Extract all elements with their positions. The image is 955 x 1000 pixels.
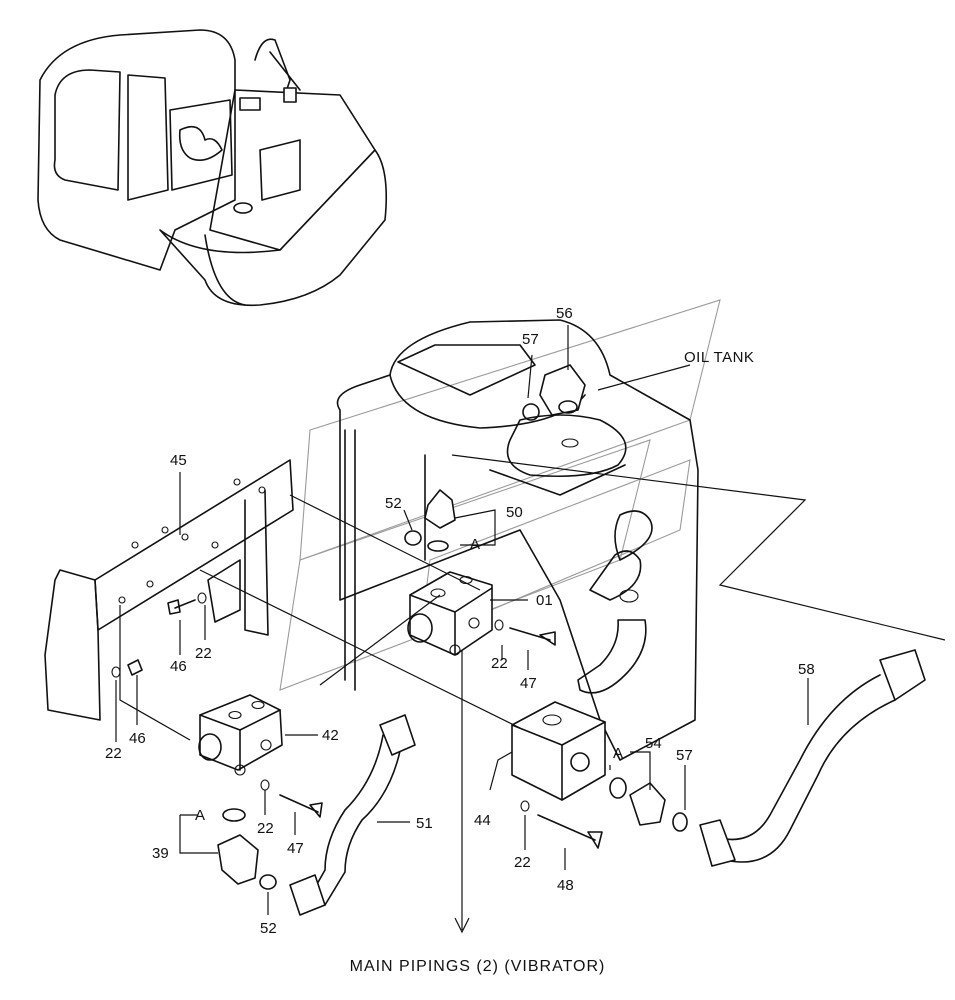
callout-57-right: 57 [676,747,693,764]
callout-57-top: 57 [522,331,539,348]
callout-22-e: 22 [514,854,531,871]
block-44 [511,701,606,801]
oil-tank [336,319,699,761]
callout-47-b: 47 [287,840,304,857]
watermark-logo [279,299,721,691]
block-42 [198,694,283,776]
callout-A-left: A [195,807,205,824]
callout-56: 56 [556,305,573,322]
callout-labels: 56 57 OIL TANK 45 52 50 A 01 22 46 22 47… [105,305,815,937]
callout-22-d: 22 [257,820,274,837]
callout-42: 42 [322,727,339,744]
callout-46-b: 46 [129,730,146,747]
leader-lines [115,325,946,934]
callout-22-c: 22 [105,745,122,762]
callout-39: 39 [152,845,169,862]
callout-46-a: 46 [170,658,187,675]
callout-52-bottom: 52 [260,920,277,937]
callout-22-b: 22 [491,655,508,672]
diagram-caption: MAIN PIPINGS (2) (VIBRATOR) [349,958,606,975]
bracket-45 [44,459,294,721]
oil-tank-label: OIL TANK [684,349,754,366]
callout-48: 48 [557,877,574,894]
callout-A-top: A [470,536,480,553]
callout-47-a: 47 [520,675,537,692]
block-01 [407,571,493,656]
hose-51 [289,714,416,916]
callout-50: 50 [506,504,523,521]
callout-52-top: 52 [385,495,402,512]
callout-58: 58 [798,661,815,678]
callout-51: 51 [416,815,433,832]
callout-22-a: 22 [195,645,212,662]
hose-58 [699,649,926,867]
callout-A-right: A [613,745,623,762]
excavator-overview-illustration [37,29,388,307]
fittings [111,364,688,890]
callout-45: 45 [170,452,187,469]
callout-54: 54 [645,735,662,752]
callout-44: 44 [474,812,491,829]
callout-01: 01 [536,592,553,609]
